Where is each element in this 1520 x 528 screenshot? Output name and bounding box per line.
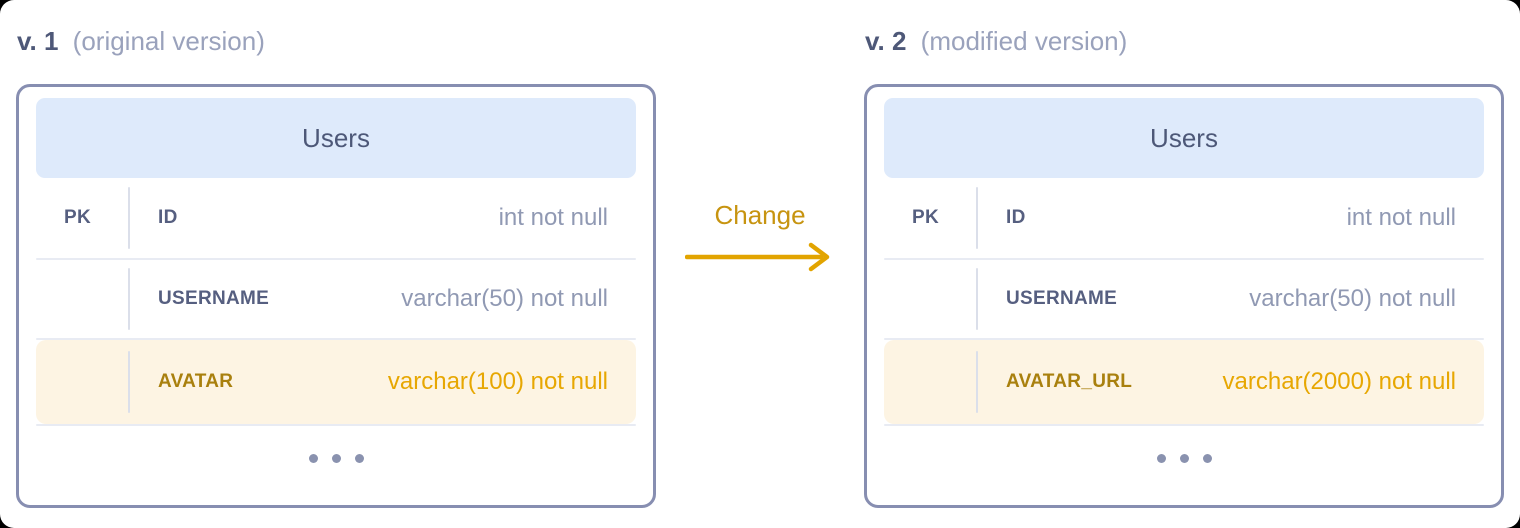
- table-row-highlighted: AVATAR varchar(100) not null: [36, 340, 636, 424]
- version-1-panel: v. 1 (original version) Users PK ID int …: [16, 0, 656, 528]
- table-card-v1: Users PK ID int not null USERNAME varcha…: [16, 84, 656, 508]
- arrow-right-icon: [685, 242, 830, 272]
- row-key: PK: [912, 207, 939, 228]
- version-1-title: v. 1 (original version): [17, 24, 265, 58]
- row-name: ID: [158, 207, 178, 228]
- more-rows-row: [36, 426, 636, 491]
- table-row-highlighted: AVATAR_URL varchar(2000) not null: [884, 340, 1484, 424]
- column-divider: [128, 351, 130, 413]
- table-row: USERNAME varchar(50) not null: [884, 260, 1484, 338]
- row-separator: [36, 424, 636, 426]
- table-row: USERNAME varchar(50) not null: [36, 260, 636, 338]
- row-type: varchar(50) not null: [1249, 285, 1456, 312]
- dot: [354, 454, 364, 463]
- table-title: Users: [884, 98, 1484, 178]
- change-connector: Change: [656, 0, 864, 528]
- row-key: PK: [64, 207, 91, 228]
- column-divider: [976, 268, 978, 330]
- column-divider: [128, 187, 130, 249]
- version-label: v. 2: [865, 26, 907, 56]
- row-type: varchar(2000) not null: [1222, 368, 1456, 395]
- row-separator: [884, 338, 1484, 340]
- row-separator: [36, 258, 636, 260]
- row-type: varchar(100) not null: [387, 368, 608, 395]
- change-label: Change: [714, 200, 806, 230]
- row-separator: [884, 258, 1484, 260]
- row-separator: [884, 424, 1484, 426]
- more-rows-row: [884, 426, 1484, 491]
- ellipsis-icon: [308, 454, 364, 463]
- row-name: AVATAR_URL: [1006, 371, 1133, 392]
- row-name: USERNAME: [1006, 288, 1118, 309]
- version-note: (original version): [72, 26, 265, 56]
- column-divider: [976, 351, 978, 413]
- dot: [331, 454, 341, 463]
- version-2-title: v. 2 (modified version): [865, 24, 1127, 58]
- row-separator: [36, 338, 636, 340]
- ellipsis-icon: [1156, 454, 1212, 463]
- row-type: int not null: [1346, 204, 1456, 231]
- table-row: PK ID int not null: [884, 178, 1484, 258]
- dot: [1202, 454, 1212, 463]
- row-type: varchar(50) not null: [401, 285, 608, 312]
- table-card-v2: Users PK ID int not null USERNAME varcha…: [864, 84, 1504, 508]
- row-name: ID: [1006, 207, 1026, 228]
- version-label: v. 1: [17, 26, 59, 56]
- version-2-panel: v. 2 (modified version) Users PK ID int …: [864, 0, 1504, 528]
- dot: [308, 454, 318, 463]
- dot: [1156, 454, 1166, 463]
- row-type: int not null: [498, 204, 608, 231]
- dot: [1179, 454, 1189, 463]
- row-name: USERNAME: [158, 288, 270, 309]
- table-title: Users: [36, 98, 636, 178]
- version-note: (modified version): [920, 26, 1128, 56]
- row-name: AVATAR: [158, 371, 234, 392]
- column-divider: [128, 268, 130, 330]
- column-divider: [976, 187, 978, 249]
- table-row: PK ID int not null: [36, 178, 636, 258]
